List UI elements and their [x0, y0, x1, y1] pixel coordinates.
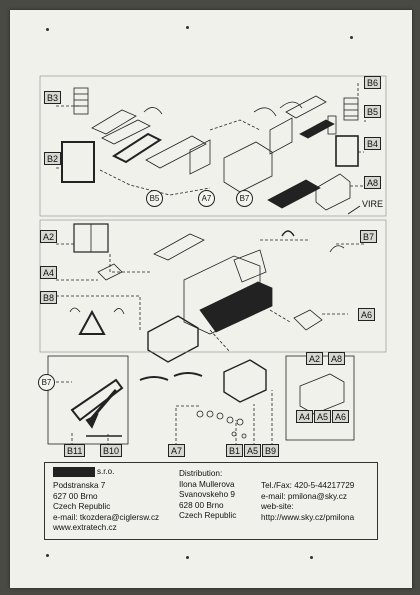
- part-a6-mount: [293, 309, 323, 331]
- label-a5-lower: A5: [314, 410, 332, 423]
- part-b3-grille: [73, 87, 89, 115]
- part-small-right: [327, 115, 337, 135]
- arrow-curve-2: [279, 101, 303, 109]
- part-walkway: [145, 135, 207, 169]
- part-frame-mid: [269, 117, 293, 155]
- part-engine-deck: [223, 141, 273, 193]
- manufacturer-web[interactable]: www.extratech.cz: [53, 523, 117, 532]
- small-parts: [196, 410, 247, 439]
- hole-mark: [46, 554, 49, 557]
- part-ramp: [153, 233, 205, 261]
- address-line-2: 627 00 Brno: [53, 491, 98, 501]
- distributor-line-3: 628 00 Brno: [179, 500, 224, 510]
- part-grid-left-2: [101, 119, 151, 145]
- label-b7: B7: [360, 230, 378, 243]
- part-ladder: [70, 378, 124, 422]
- part-grille-right: [299, 119, 335, 139]
- instruction-sheet: B3 B2 A2 A4 B8 B7 B6 B5 B4 A8 B7 A6 VIRE…: [10, 10, 412, 588]
- label-b7-circle: B7: [38, 374, 55, 391]
- hole-mark: [310, 556, 313, 559]
- logo-sro: s.r.o.: [97, 467, 115, 477]
- logo-mark: [53, 467, 95, 477]
- hole-mark: [186, 556, 189, 559]
- arrow-curve-5: [69, 307, 81, 313]
- part-grid-left: [91, 109, 137, 135]
- contact-tel: Tel./Fax: 420-5-44217729: [261, 481, 355, 490]
- arrow-curve-6: [113, 308, 125, 315]
- label-b6: B6: [364, 76, 382, 89]
- label-b5: B5: [364, 105, 382, 118]
- part-grid-right: [285, 95, 327, 119]
- address-line-1: Podstranska 7: [53, 481, 106, 490]
- part-panel: [111, 132, 163, 164]
- contact-web-url[interactable]: http://www.sky.cz/pmilona: [261, 512, 355, 522]
- label-vire: VIRE: [362, 199, 384, 209]
- hole-mark: [46, 28, 49, 31]
- label-b9: B9: [262, 444, 280, 457]
- label-a4-lower: A4: [296, 410, 314, 423]
- label-a6: A6: [358, 308, 376, 321]
- distribution-title: Distribution:: [179, 469, 223, 478]
- part-deck-shadow: [199, 281, 273, 333]
- label-b1: B1: [226, 444, 244, 457]
- part-engine-block: [147, 315, 199, 363]
- part-cylinders: [223, 359, 267, 403]
- circle-b7: B7: [236, 190, 253, 207]
- label-b10: B10: [100, 444, 123, 457]
- distributor-line-1: Ilona Mullerova: [179, 479, 235, 489]
- part-fan-right: [315, 173, 351, 211]
- label-a2: A2: [40, 230, 58, 243]
- extratech-logo: s.r.o.: [53, 467, 115, 479]
- part-b2-frame: [61, 141, 95, 183]
- arrow-curve-4: [329, 245, 345, 253]
- arrow-down: [90, 389, 118, 419]
- part-mesh: [189, 139, 211, 175]
- label-a8: A8: [364, 176, 382, 189]
- arrow-curve-1: [143, 107, 163, 115]
- label-b11: B11: [64, 444, 86, 457]
- arrow-curve-3: [253, 107, 277, 117]
- label-a7-bottom: A7: [168, 444, 186, 457]
- part-b4-frame: [335, 135, 359, 167]
- contact-web-label: web-site:: [261, 502, 294, 511]
- spring-1: [139, 376, 169, 381]
- hook-symbol: [281, 230, 295, 237]
- assembly-diagram: [39, 75, 387, 446]
- contact-email[interactable]: e-mail: pmilona@sky.cz: [261, 491, 347, 501]
- contact-block: Tel./Fax: 420-5-44217729 e-mail: pmilona…: [261, 481, 354, 523]
- manufacturer-block: Podstranska 7 627 00 Brno Czech Republic…: [53, 481, 159, 534]
- hole-mark: [186, 26, 189, 29]
- spring-2: [173, 372, 203, 377]
- label-a4: A4: [40, 266, 58, 279]
- part-triangle-loop: [78, 309, 106, 335]
- label-a5-bottom: A5: [244, 444, 262, 457]
- part-engine-frame: [233, 249, 267, 283]
- circle-a7: A7: [198, 190, 215, 207]
- manufacturer-email[interactable]: e-mail: tkozdera@ciglersw.cz: [53, 512, 160, 522]
- address-line-3: Czech Republic: [53, 502, 111, 511]
- label-a6-lower: A6: [332, 410, 350, 423]
- label-b2: B2: [44, 152, 62, 165]
- hole-mark: [350, 36, 353, 39]
- label-b4: B4: [364, 137, 382, 150]
- label-b3: B3: [44, 91, 62, 104]
- distributor-line-2: Svanovskeho 9: [179, 490, 235, 499]
- distribution-block: Distribution: Ilona Mullerova Svanovskeh…: [179, 469, 236, 522]
- label-a2-lower: A2: [306, 352, 324, 365]
- label-b8: B8: [40, 291, 58, 304]
- distributor-line-4: Czech Republic: [179, 511, 237, 520]
- footer-info: s.r.o. Podstranska 7 627 00 Brno Czech R…: [44, 462, 378, 540]
- circle-b5: B5: [146, 190, 163, 207]
- part-plate-dark: [267, 179, 321, 209]
- part-b5-grille: [343, 97, 359, 121]
- subframe-left: [47, 355, 129, 445]
- label-a8-lower: A8: [328, 352, 346, 365]
- part-engine-assembly: [299, 373, 345, 415]
